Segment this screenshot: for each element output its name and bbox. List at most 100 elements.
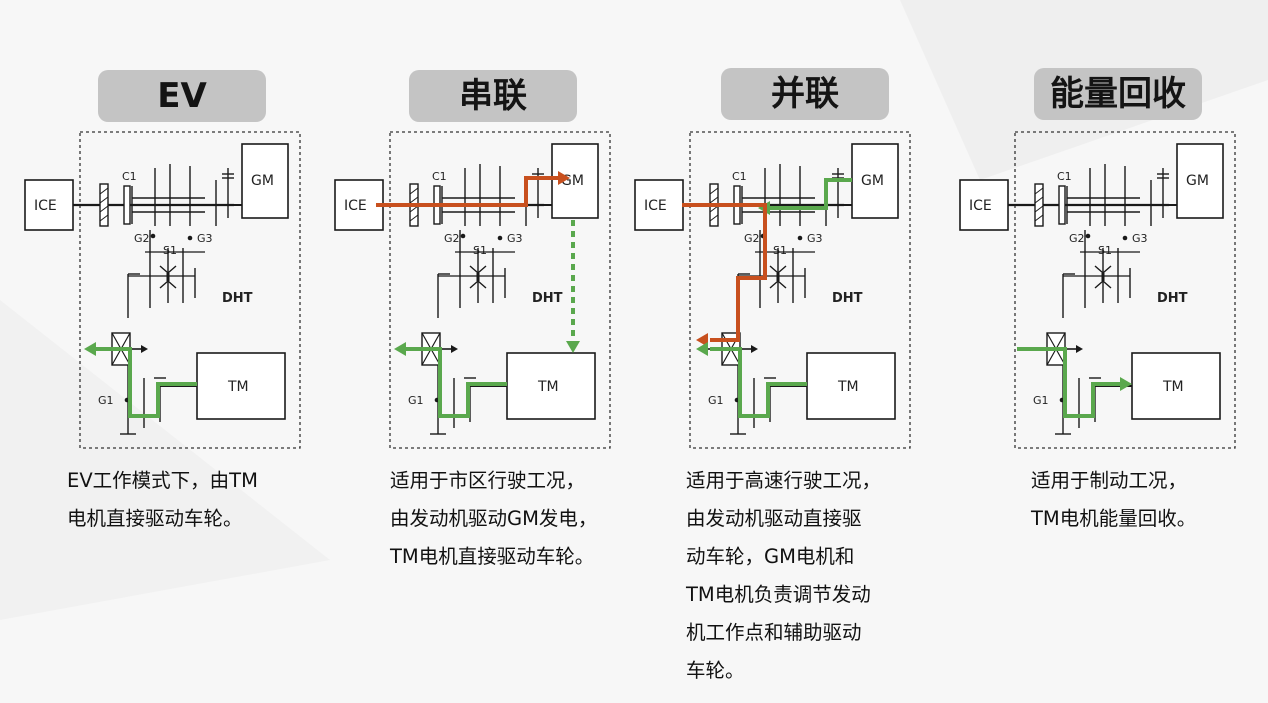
dht-boundary <box>1014 131 1236 449</box>
ice-label: ICE <box>34 198 57 214</box>
caption-line: TM电机直接驱动车轮。 <box>390 545 595 568</box>
tm-box <box>806 352 896 420</box>
flow-ice-to-wheel <box>682 203 767 342</box>
damper-hatch <box>1034 196 1044 204</box>
dht-label: DHT <box>832 291 863 306</box>
ice-box <box>959 179 1009 231</box>
flow-arrow-gm <box>558 171 570 185</box>
tm-label: TM <box>537 379 559 395</box>
flow-arrow-ice <box>696 333 708 347</box>
caption-line: TM电机负责调节发动 <box>686 583 871 606</box>
flow-arrow-tm <box>1120 377 1132 391</box>
flow-ice-to-gm <box>376 176 558 207</box>
tm-label: TM <box>1162 379 1184 395</box>
s1-label: S1 <box>473 244 487 257</box>
flow-tm-to-wheel <box>406 347 507 418</box>
flow-arrow-wheel <box>84 342 96 356</box>
g1-label: G1 <box>408 394 424 407</box>
damper-hatch <box>709 214 719 222</box>
gm-box <box>851 143 899 219</box>
caption-line: 机工作点和辅助驱动 <box>686 621 862 644</box>
dht-label: DHT <box>222 291 253 306</box>
panel-title-regen: 能量回收 <box>1034 68 1202 120</box>
caption-line: 电机直接驱动车轮。 <box>67 507 243 530</box>
dht-label: DHT <box>532 291 563 306</box>
g1-label: G1 <box>1033 394 1049 407</box>
caption-line: TM电机能量回收。 <box>1031 507 1197 530</box>
c1-label: C1 <box>432 170 447 183</box>
dht-label: DHT <box>1157 291 1188 306</box>
flow-wheel-to-tm <box>1017 347 1120 418</box>
caption-line: 由发动机驱动直接驱 <box>686 507 862 530</box>
g3-dot <box>797 235 803 241</box>
c1-label: C1 <box>732 170 747 183</box>
gm-label: GM <box>1186 173 1209 189</box>
g3-label: G3 <box>197 232 213 245</box>
s1-label: S1 <box>163 244 177 257</box>
damper-hatch <box>99 205 109 213</box>
caption-line: 车轮。 <box>686 659 745 682</box>
damper-hatch <box>409 214 419 222</box>
output-arrow-right <box>141 345 148 353</box>
damper-hatch <box>409 196 419 204</box>
caption-line: 适用于高速行驶工况， <box>686 469 882 492</box>
flow-arrow-wheel <box>696 342 708 356</box>
dht-boundary <box>79 131 301 449</box>
caption-line: 适用于市区行驶工况， <box>390 469 586 492</box>
ice-label: ICE <box>644 198 667 214</box>
tm-box <box>196 352 286 420</box>
g3-label: G3 <box>807 232 823 245</box>
gm-label: GM <box>251 173 274 189</box>
damper-hatch <box>1034 214 1044 222</box>
g1-label: G1 <box>98 394 114 407</box>
g3-label: G3 <box>507 232 523 245</box>
caption-line: 适用于制动工况， <box>1031 469 1188 492</box>
g3-dot <box>1122 235 1128 241</box>
g2-label: G2 <box>444 232 460 245</box>
flow-tm-to-wheel <box>96 347 197 418</box>
clutch-c1 <box>123 185 131 225</box>
damper-hatch <box>99 196 109 204</box>
damper-hatch <box>1034 187 1044 195</box>
tm-box <box>1131 352 1221 420</box>
damper-hatch <box>709 187 719 195</box>
g3-label: G3 <box>1132 232 1148 245</box>
damper-hatch <box>1034 205 1044 213</box>
g2-label: G2 <box>134 232 150 245</box>
damper-hatch <box>99 214 109 222</box>
s1-label: S1 <box>773 244 787 257</box>
g2-dot <box>460 233 466 239</box>
gm-box <box>241 143 289 219</box>
ice-label: ICE <box>344 198 367 214</box>
g3-dot <box>187 235 193 241</box>
caption-series: 适用于市区行驶工况， 由发动机驱动GM发电， TM电机直接驱动车轮。 <box>390 462 640 576</box>
s1-label: S1 <box>1098 244 1112 257</box>
dht-boundary <box>389 131 611 449</box>
gm-box <box>1176 143 1224 219</box>
caption-ev: EV工作模式下，由TM 电机直接驱动车轮。 <box>67 462 317 538</box>
clutch-c1 <box>1058 185 1066 225</box>
g2-label: G2 <box>744 232 760 245</box>
panel-title-ev: EV <box>98 70 266 122</box>
caption-regen: 适用于制动工况， TM电机能量回收。 <box>1031 462 1268 538</box>
output-arrow-right <box>1076 345 1083 353</box>
panel-title-series: 串联 <box>409 70 577 122</box>
panel-title-parallel: 并联 <box>721 68 889 120</box>
c1-label: C1 <box>1057 170 1072 183</box>
ice-box <box>634 179 684 231</box>
ice-box <box>24 179 74 231</box>
flow-arrow-wheel <box>394 342 406 356</box>
tm-box <box>506 352 596 420</box>
damper-hatch <box>99 187 109 195</box>
caption-line: 由发动机驱动GM发电， <box>390 507 598 530</box>
flow-gm-to-shaft <box>770 178 852 210</box>
caption-parallel: 适用于高速行驶工况， 由发动机驱动直接驱 动车轮，GM电机和 TM电机负责调节发… <box>686 462 936 690</box>
damper <box>1034 183 1044 227</box>
caption-line: 动车轮，GM电机和 <box>686 545 855 568</box>
g2-label: G2 <box>1069 232 1085 245</box>
tm-label: TM <box>227 379 249 395</box>
